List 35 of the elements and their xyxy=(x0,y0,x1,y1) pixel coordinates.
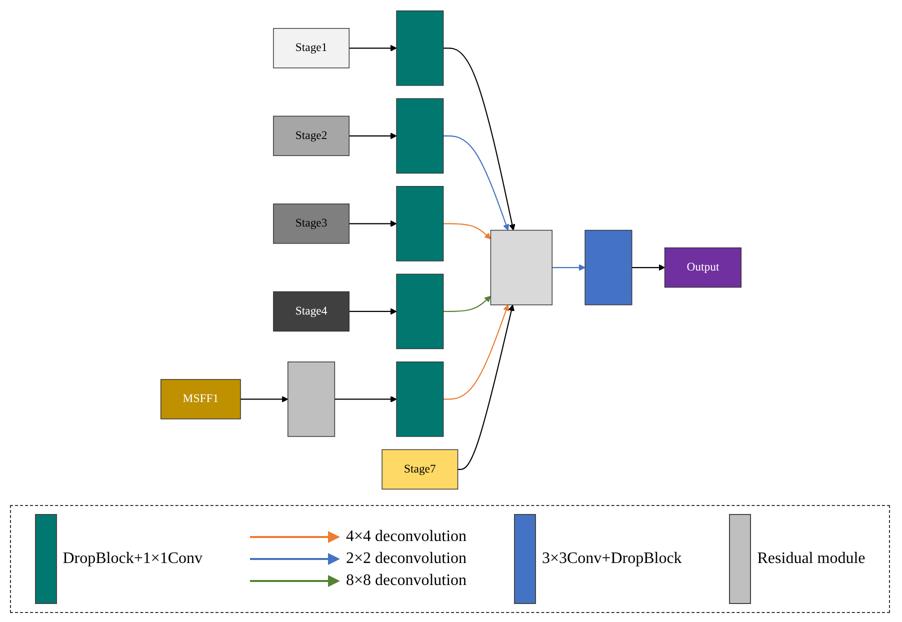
legend-label: 4×4 deconvolution xyxy=(346,528,467,546)
node-box: Stage7 xyxy=(382,449,458,490)
node-box: Output xyxy=(664,247,742,288)
arrow xyxy=(443,296,491,312)
node-box: Stage3 xyxy=(273,204,350,244)
node-bar xyxy=(396,362,444,437)
node-box: Stage2 xyxy=(273,116,350,156)
legend-label: 2×2 deconvolution xyxy=(346,550,467,568)
node-bar xyxy=(396,98,444,174)
node-box: Stage4 xyxy=(273,291,350,332)
arrow xyxy=(632,264,666,271)
arrow xyxy=(552,264,586,271)
arrow xyxy=(443,135,510,231)
arrow xyxy=(443,304,510,400)
arrow xyxy=(443,48,516,231)
node-bar xyxy=(396,186,444,262)
legend-label: DropBlock+1×1Conv xyxy=(62,550,203,568)
node-bar xyxy=(396,10,444,86)
node-bar xyxy=(396,274,444,350)
legend-label: 8×8 deconvolution xyxy=(346,572,467,590)
arrow xyxy=(349,44,397,52)
legend-label: 3×3Conv+DropBlock xyxy=(542,550,682,568)
node-box xyxy=(490,230,552,306)
arrow xyxy=(240,396,288,402)
arrow xyxy=(458,304,514,470)
node-box: Stage1 xyxy=(273,28,350,68)
legend-label: Residual module xyxy=(757,550,866,568)
arrow xyxy=(349,220,397,227)
arrow xyxy=(443,223,491,240)
arrow xyxy=(334,396,397,402)
node-box: MSFF1 xyxy=(160,379,241,420)
node-bar xyxy=(584,230,632,306)
arrow xyxy=(349,308,397,315)
arrow xyxy=(349,132,397,140)
node-bar xyxy=(288,362,336,437)
